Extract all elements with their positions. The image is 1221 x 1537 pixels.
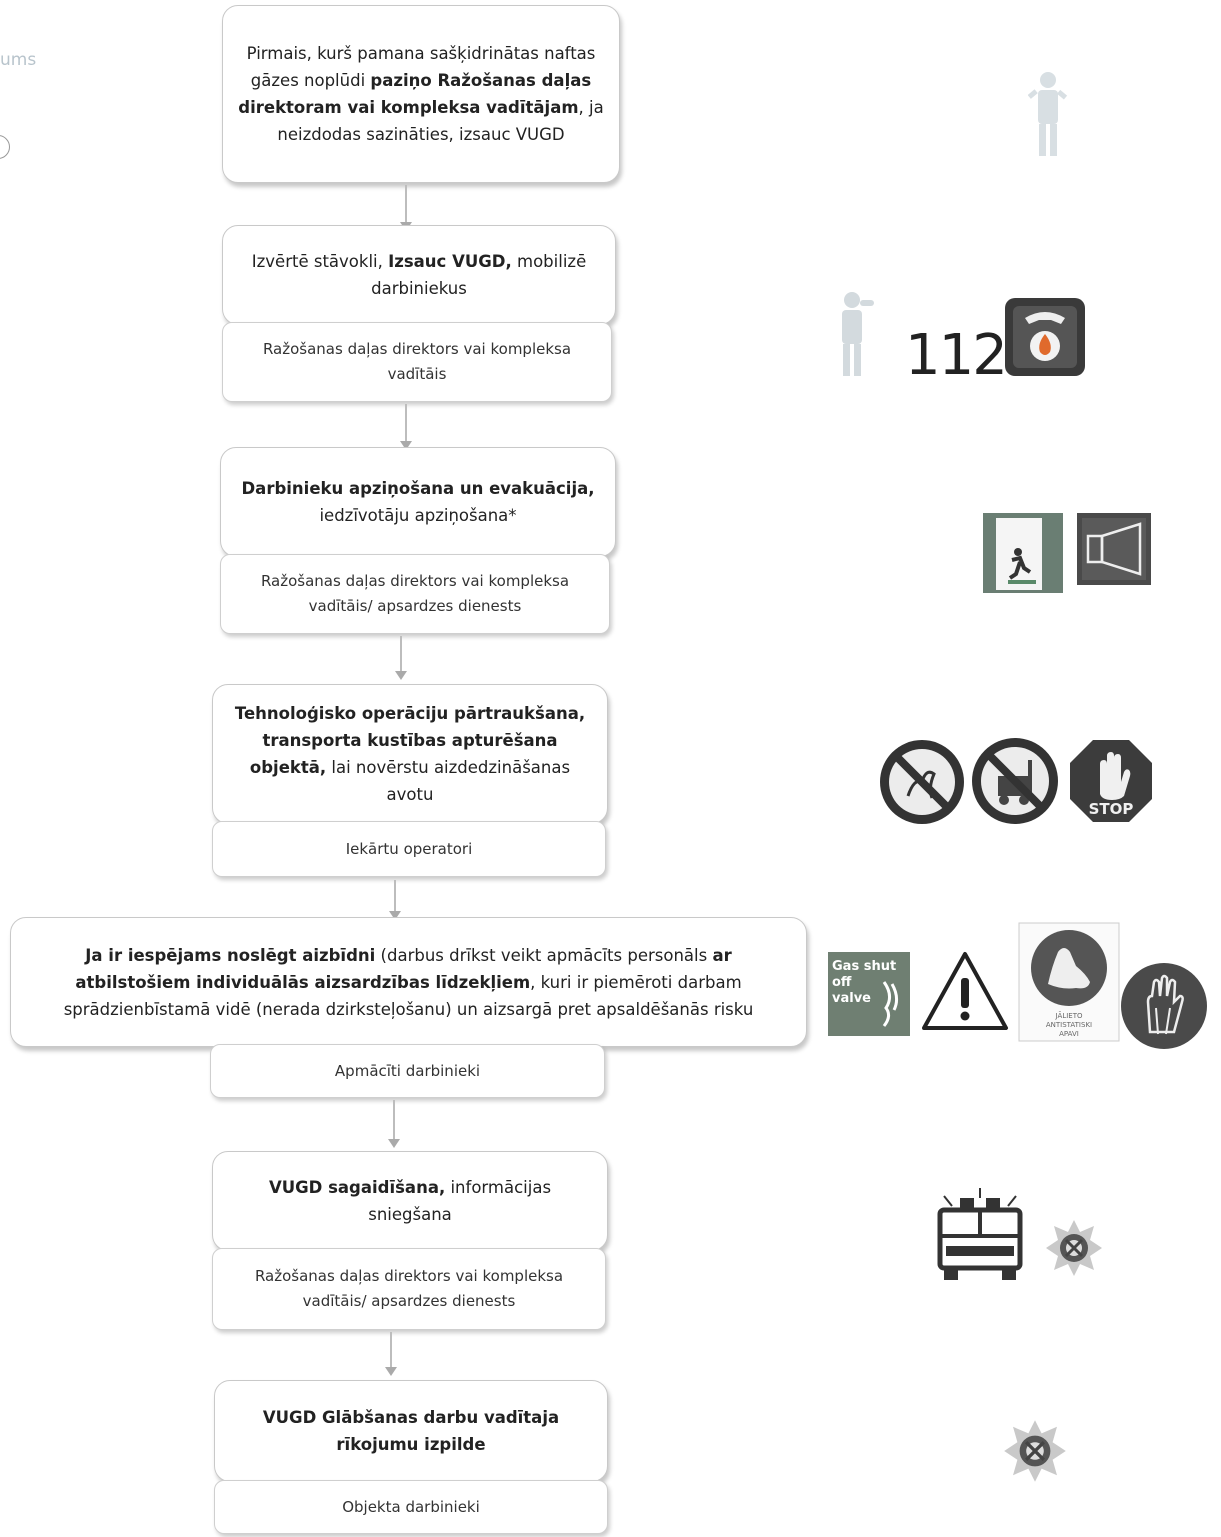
step-5-segment: , kuri ir piemēroti darbam sprādzienbīst… [63,972,754,1019]
gas-valve-text-1: Gas shut [832,959,896,974]
step-3-role: Ražošanas daļas direktors vai kompleksa … [220,554,610,634]
step-6-segment: informācijas sniegšana [368,1178,552,1224]
step-7-role: Objekta darbinieki [214,1480,608,1534]
step-2-box: Izvērtē stāvokli, Izsauc VUGD, mobilizē … [222,225,616,325]
alarm-horn-icon [1077,513,1151,585]
fire-phone-icon [1005,298,1085,376]
fire-truck-icon [937,1188,1023,1280]
step-2-text: Izvērtē stāvokli, Izsauc VUGD, mobilizē … [237,248,601,302]
step-3-text: Darbinieku apziņošana un evakuācija, ied… [235,475,601,529]
no-forklift-icon [972,738,1058,824]
person-icon [1028,72,1068,156]
step-6-box: VUGD sagaidīšana, informācijas sniegšana [212,1151,608,1251]
left-fragment-shape [0,135,10,159]
person-phone-icon [842,292,874,376]
gas-valve-sign-icon: Gas shut off valve [828,952,910,1036]
gloves-icon [1121,963,1207,1049]
antistatic-text-3: APAVI [1059,1030,1079,1038]
step-4-text: Tehnoloģisko operāciju pārtraukšana, tra… [227,700,593,808]
step-5-segment: (darbus drīkst veikt apmācīts personāls [375,945,713,965]
antistatic-shoes-icon: JĀLIETO ANTISTATISKI APAVI [1018,922,1120,1042]
arrow-6 [385,1332,397,1376]
step-2-role: Ražošanas daļas direktors vai kompleksa … [222,322,612,402]
step-4-segment: Tehnoloģisko operāciju pārtraukšana, tra… [234,704,586,777]
step-1-text: Pirmais, kurš pamana sašķidrinātas nafta… [237,40,605,148]
step-3-segment: iedzīvotāju apziņošana* [319,506,517,525]
gas-valve-text-3: valve [832,991,871,1006]
arrow-4 [389,880,401,920]
stop-hand-icon: STOP [1070,740,1152,822]
step-3-box: Darbinieku apziņošana un evakuācija, ied… [220,447,616,557]
no-fire-icon [880,740,964,824]
rescue-service-emblem-icon [1046,1220,1102,1276]
step-1-segment: , ja neizdodas sazināties, izsauc VUGD [277,98,604,144]
antistatic-text-1: JĀLIETO [1054,1011,1083,1020]
warning-triangle-icon [922,952,1008,1030]
step-5-segment: Ja ir iespējams noslēgt aizbīdni [85,945,376,965]
step-6-segment: VUGD sagaidīšana, [268,1178,446,1197]
step-1-segment: paziņo Ražošanas daļas direktoram vai ko… [238,71,592,117]
step-7-box: VUGD Glābšanas darbu vadītaja rīkojumu i… [214,1380,608,1482]
step-5-box: Ja ir iespējams noslēgt aizbīdni (darbus… [10,917,807,1047]
arrow-2 [400,404,412,450]
arrow-3 [395,636,407,680]
stop-sign-text: STOP [1089,800,1134,818]
step-5-text: Ja ir iespējams noslēgt aizbīdni (darbus… [31,942,786,1023]
arrow-1 [400,185,412,231]
arrow-5 [388,1100,400,1148]
step-2-segment: Izvērtē stāvokli, [251,252,389,271]
step-5-role: Apmācīti darbinieki [210,1044,605,1098]
step-7-text: VUGD Glābšanas darbu vadītaja rīkojumu i… [229,1404,593,1458]
step-4-role: Iekārtu operatori [212,821,606,877]
gas-valve-text-2: off [832,975,852,990]
antistatic-text-2: ANTISTATISKI [1046,1021,1092,1029]
step-4-segment: lai novērstu aizdedzināšanas avotu [326,758,571,804]
emergency-number: 112 [905,323,1008,388]
step-1-box: Pirmais, kurš pamana sašķidrinātas nafta… [222,5,620,183]
step-6-text: VUGD sagaidīšana, informācijas sniegšana [227,1174,593,1228]
step-2-segment: mobilizē darbiniekus [371,252,587,298]
step-2-segment: Izsauc VUGD, [388,252,512,271]
step-5-segment: ar atbilstošiem individuālās aizsardzība… [75,945,732,992]
rescue-service-emblem-icon-2 [1004,1420,1066,1482]
emergency-exit-icon [983,513,1063,593]
step-6-role: Ražošanas daļas direktors vai kompleksa … [212,1248,606,1330]
step-3-segment: Darbinieku apziņošana un evakuācija, [241,479,595,498]
left-fragment-text: ums [0,50,37,70]
step-4-box: Tehnoloģisko operāciju pārtraukšana, tra… [212,684,608,824]
step-1-segment: Pirmais, kurš pamana sašķidrinātas nafta… [246,44,596,90]
step-7-segment: VUGD Glābšanas darbu vadītaja rīkojumu i… [262,1408,560,1454]
